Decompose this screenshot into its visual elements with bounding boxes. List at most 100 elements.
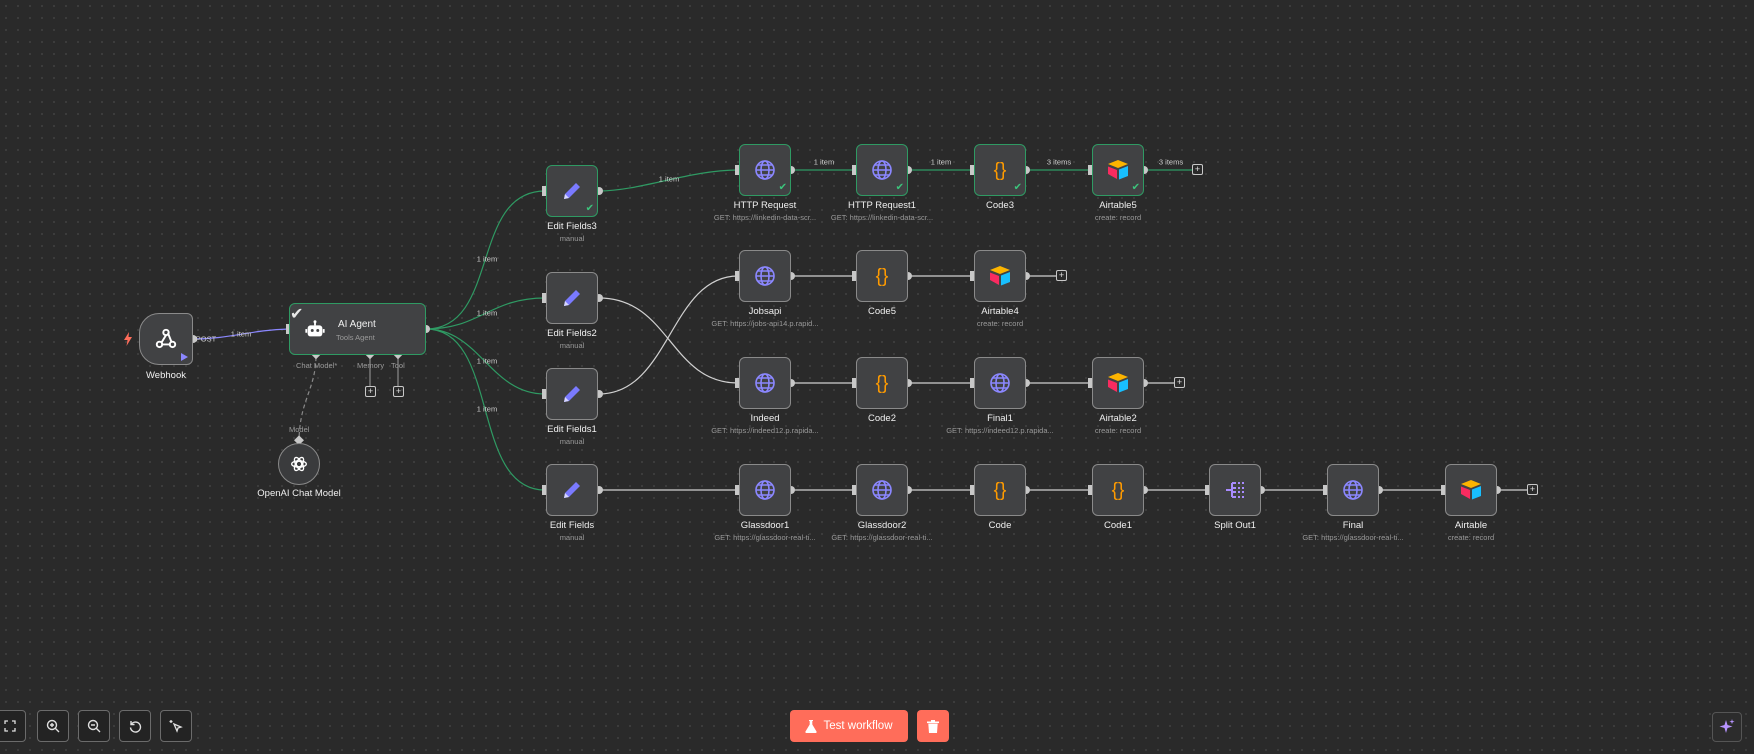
globe-icon [753, 158, 777, 182]
success-check-icon: ✔ [895, 182, 904, 193]
node-ef1[interactable] [546, 368, 598, 420]
node-code3[interactable]: {}✔ [974, 144, 1026, 196]
edge-webhook-agent [192, 328, 290, 340]
edge-label: 1 item [930, 157, 952, 167]
node-subtitle: GET: https://linkedin-data-scr... [830, 213, 934, 222]
braces-icon: {} [987, 158, 1013, 182]
node-air4[interactable] [974, 250, 1026, 302]
node-subtitle: create: record [1094, 426, 1142, 435]
node-label: Code2 [868, 413, 896, 424]
svg-text:{}: {} [876, 373, 889, 394]
trigger-bolt-icon [123, 332, 133, 346]
node-label: Code5 [868, 306, 896, 317]
fit-view-icon [4, 720, 16, 732]
node-subtitle: GET: https://indeed12.p.rapida... [711, 426, 819, 435]
node-http[interactable]: ✔ [739, 144, 791, 196]
ask-ai-button[interactable] [1712, 712, 1742, 742]
node-ai-agent[interactable]: AI Agent Tools Agent ✔ [289, 303, 426, 355]
svg-text:{}: {} [876, 266, 889, 287]
node-final1[interactable] [974, 357, 1026, 409]
add-tool-button[interactable]: + [393, 386, 404, 397]
pencil-icon [560, 286, 584, 310]
node-ef2[interactable] [546, 272, 598, 324]
node-air5[interactable]: ✔ [1092, 144, 1144, 196]
test-workflow-label: Test workflow [823, 720, 893, 732]
add-memory-button[interactable]: + [365, 386, 376, 397]
zoom-in-button[interactable] [37, 710, 69, 742]
edge-label: 1 item [476, 404, 498, 414]
agent-subtitle: Tools Agent [336, 333, 375, 342]
node-split[interactable] [1209, 464, 1261, 516]
node-code[interactable]: {} [974, 464, 1026, 516]
node-subtitle: manual [559, 234, 585, 243]
edge-agent-ef [425, 328, 546, 491]
braces-icon: {} [869, 264, 895, 288]
node-subtitle: manual [559, 437, 585, 446]
tidy-up-button[interactable] [160, 710, 192, 742]
add-node-button[interactable]: + [1527, 484, 1538, 495]
globe-icon [870, 158, 894, 182]
port-label-memory: Memory [357, 361, 385, 370]
node-ef[interactable] [546, 464, 598, 516]
fit-view-button[interactable] [0, 710, 26, 742]
node-subtitle: GET: https://linkedin-data-scr... [713, 213, 817, 222]
add-node-button[interactable]: + [1192, 164, 1203, 175]
svg-text:{}: {} [1112, 480, 1125, 501]
node-label: Airtable [1454, 520, 1488, 531]
node-ef3[interactable]: ✔ [546, 165, 598, 217]
node-subtitle: GET: https://glassdoor-real-ti... [714, 533, 816, 542]
node-label: Split Out1 [1214, 520, 1256, 531]
node-subtitle: manual [559, 533, 585, 542]
pencil-icon [560, 478, 584, 502]
clear-execution-button[interactable] [917, 710, 949, 742]
globe-icon [753, 264, 777, 288]
sparkle-icon [1719, 719, 1735, 733]
node-indeed[interactable] [739, 357, 791, 409]
node-subtitle: GET: https://indeed12.p.rapida... [946, 426, 1054, 435]
node-openai-chat-model[interactable] [278, 443, 320, 485]
edge-label: 1 item [230, 329, 252, 339]
success-check-icon: ✔ [585, 203, 594, 214]
node-label: Jobsapi [748, 306, 782, 317]
success-check-icon: ✔ [290, 306, 304, 323]
zoom-out-icon [87, 719, 101, 733]
add-node-button[interactable]: + [1056, 270, 1067, 281]
globe-icon [988, 371, 1012, 395]
edge-agent-ef3 [425, 190, 546, 330]
node-gd2[interactable] [856, 464, 908, 516]
node-webhook[interactable] [139, 313, 193, 365]
node-code2[interactable]: {} [856, 357, 908, 409]
reset-zoom-button[interactable] [119, 710, 151, 742]
node-label: HTTP Request [733, 200, 797, 211]
node-label: Glassdoor2 [857, 520, 907, 531]
flask-icon [805, 719, 818, 733]
node-air2[interactable] [1092, 357, 1144, 409]
node-subtitle: create: record [1447, 533, 1495, 542]
node-jobsapi[interactable] [739, 250, 791, 302]
node-code1[interactable]: {} [1092, 464, 1144, 516]
success-check-icon: ✔ [778, 182, 787, 193]
node-http1[interactable]: ✔ [856, 144, 908, 196]
node-final[interactable] [1327, 464, 1379, 516]
node-air[interactable] [1445, 464, 1497, 516]
node-label: Airtable4 [981, 306, 1019, 317]
test-workflow-button[interactable]: Test workflow [790, 710, 908, 742]
braces-icon: {} [869, 371, 895, 395]
braces-icon: {} [1105, 478, 1131, 502]
node-label: Indeed [750, 413, 780, 424]
node-subtitle: create: record [976, 319, 1024, 328]
node-code5[interactable]: {} [856, 250, 908, 302]
svg-text:{}: {} [994, 480, 1007, 501]
node-subtitle: manual [559, 341, 585, 350]
edge-model-agent [298, 354, 317, 444]
node-label: Airtable2 [1099, 413, 1137, 424]
trash-icon [927, 719, 939, 733]
node-subtitle: GET: https://jobs-api14.p.rapid... [711, 319, 819, 328]
braces-icon: {} [987, 478, 1013, 502]
add-node-button[interactable]: + [1174, 377, 1185, 388]
zoom-out-button[interactable] [78, 710, 110, 742]
edge-ef1-jobsapi [598, 275, 739, 395]
node-gd1[interactable] [739, 464, 791, 516]
node-label: OpenAI Chat Model [257, 488, 341, 499]
